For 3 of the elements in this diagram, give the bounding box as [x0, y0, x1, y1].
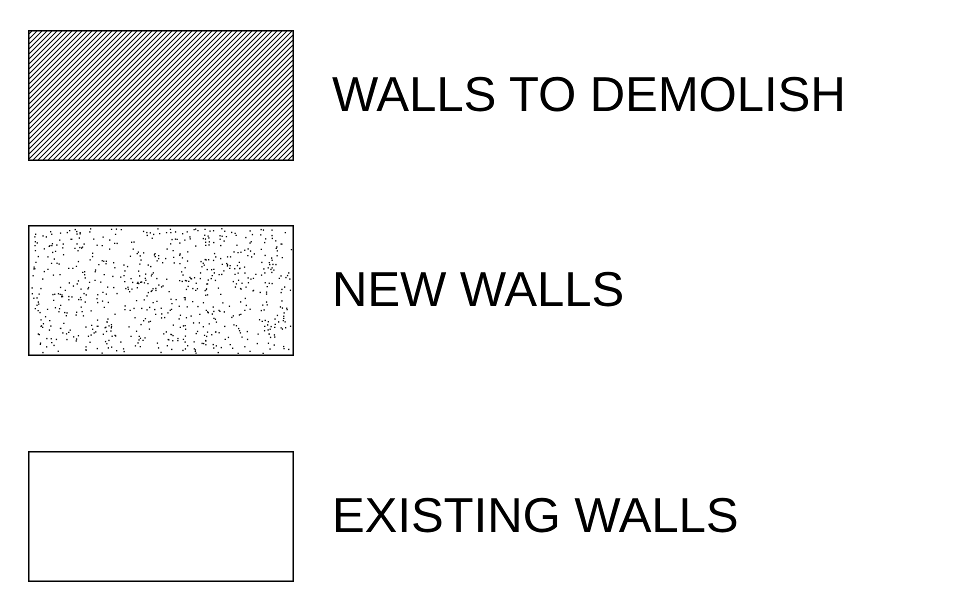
legend-label: WALLS TO DEMOLISH — [332, 67, 846, 123]
legend-label: NEW WALLS — [332, 262, 624, 318]
legend-label: EXISTING WALLS — [332, 488, 739, 544]
